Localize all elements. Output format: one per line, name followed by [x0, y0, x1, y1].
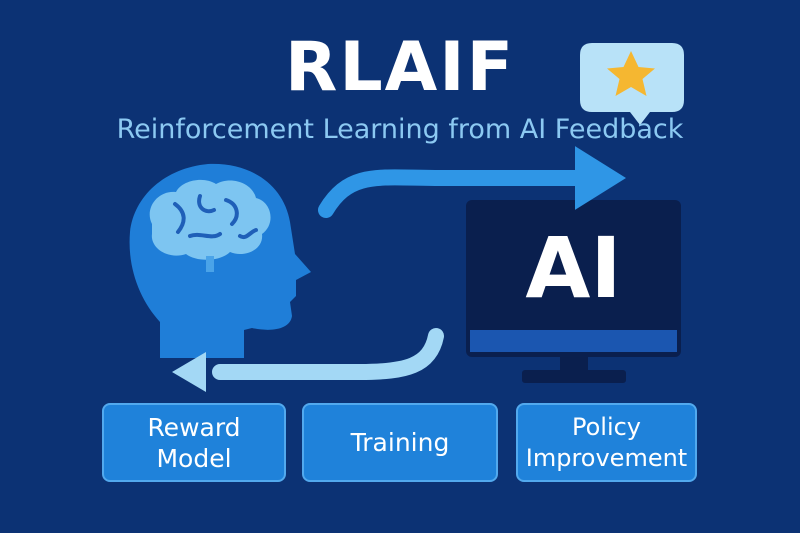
arrow-to-head-tip: [172, 352, 206, 392]
brain-folds: [173, 194, 258, 240]
step-reward-model: Reward Model: [102, 403, 286, 482]
monitor-icon: [466, 200, 681, 383]
star-icon: [607, 51, 655, 96]
monitor-chin: [470, 330, 677, 352]
brain-icon: [149, 179, 271, 260]
star-speech-bubble-icon: [580, 43, 684, 125]
arrow-to-ai: [318, 146, 626, 218]
monitor-bezel: [466, 200, 681, 357]
arrow-to-head-shaft: [212, 328, 444, 380]
page-title: RLAIF: [284, 28, 516, 107]
monitor-neck: [560, 354, 588, 372]
human-head-brain-icon: [129, 163, 311, 358]
monitor-label: AI: [525, 219, 622, 317]
page-subtitle: Reinforcement Learning from AI Feedback: [116, 114, 684, 145]
monitor-stand: [522, 370, 626, 383]
step-training: Training: [302, 403, 498, 482]
step-policy-improvement: Policy Improvement: [516, 403, 697, 482]
brain-stem: [206, 256, 214, 272]
